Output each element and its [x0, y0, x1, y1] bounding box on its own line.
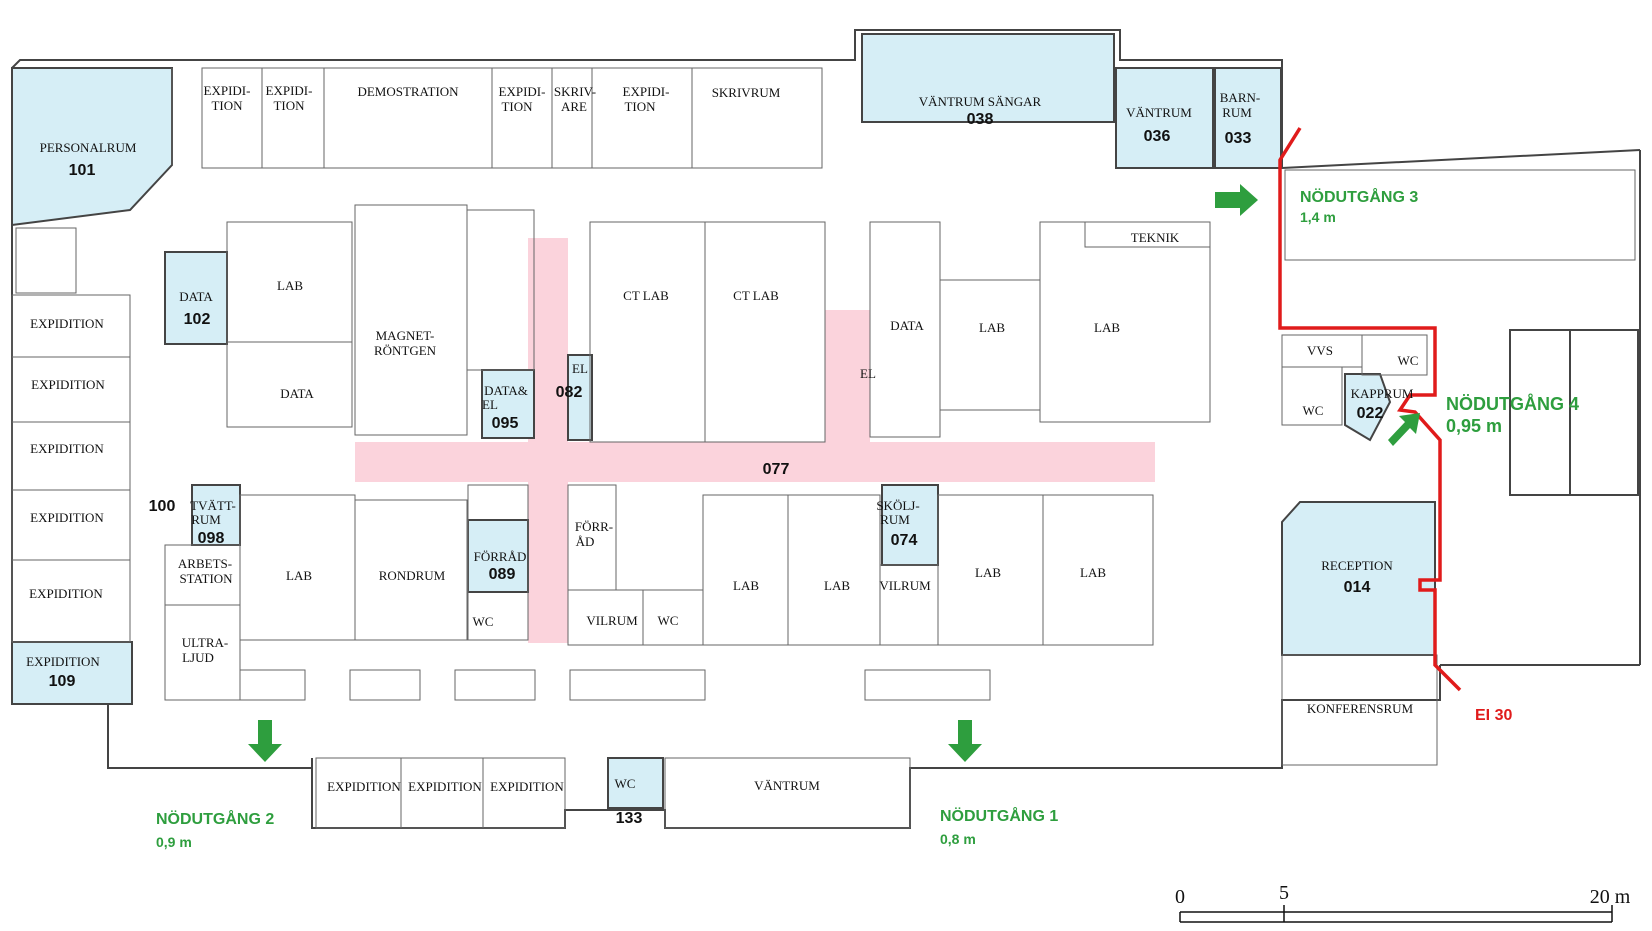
arrow-diag-icon — [1388, 413, 1420, 446]
arrow-right-icon — [1215, 184, 1258, 216]
exit-3-name: NÖDUTGÅNG 3 — [1300, 187, 1418, 206]
fire-rating-label: EI 30 — [1475, 707, 1512, 724]
label-r-lab2: LAB — [979, 320, 1005, 335]
number-r-barnrum: 033 — [1225, 130, 1252, 147]
arrow-down-icon — [248, 720, 282, 762]
label-r-forrad089: FÖRRÅD — [474, 549, 527, 564]
number-r-exp109: 109 — [49, 673, 76, 690]
exit-1-width: 0,8 m — [940, 831, 976, 847]
label-r-expL4: EXPIDITION — [30, 510, 104, 525]
label-r-wc2: WC — [658, 613, 679, 628]
fire-compartment-line — [1278, 127, 1462, 692]
corridor-077 — [355, 238, 1155, 643]
highlighted-rooms — [11, 33, 1436, 809]
exit-1-name: NÖDUTGÅNG 1 — [940, 806, 1058, 825]
label-r-lab3: LAB — [1094, 320, 1120, 335]
label-r-wc3: WC — [1398, 353, 1419, 368]
number-r-skolj: 074 — [891, 532, 918, 549]
label-r-reception: RECEPTION — [1321, 558, 1393, 573]
number-r-tvatt: 098 — [198, 530, 225, 547]
label-r-ctlab2: CT LAB — [733, 288, 779, 303]
label-r-vantrum036: VÄNTRUM — [1126, 105, 1192, 120]
label-r-vantrum: VÄNTRUM — [754, 778, 820, 793]
label-r-lab8: LAB — [1080, 565, 1106, 580]
label-r-el082: EL — [572, 361, 588, 376]
label-r-skrivare: SKRIV-ARE — [554, 84, 596, 114]
scale-tick-0: 0 — [1175, 886, 1185, 908]
scale-bar: 0 5 20 m — [1175, 882, 1631, 923]
number-r-kapprum: 022 — [1357, 405, 1384, 422]
label-r-barnrum: BARN-RUM — [1220, 90, 1260, 120]
label-r-vvs: VVS — [1307, 343, 1333, 358]
label-r-vantrum-sangar: VÄNTRUM SÄNGAR — [919, 94, 1042, 109]
label-r-expL5: EXPIDITION — [29, 586, 103, 601]
label-r-data1: DATA — [280, 386, 314, 401]
label-r-expL2: EXPIDITION — [31, 377, 105, 392]
label-r-forrad2: FÖRR-ÅD — [575, 519, 613, 549]
label-r-lab1: LAB — [277, 278, 303, 293]
label-r-datael: DATA&EL — [482, 383, 528, 412]
label-r-vilrum1: VILRUM — [586, 613, 638, 628]
label-r-expB1: EXPIDITION — [327, 779, 401, 794]
label-r-lab5: LAB — [733, 578, 759, 593]
label-r-ultra: ULTRA-LJUD — [182, 635, 228, 665]
exit-4-width: 0,95 m — [1446, 416, 1502, 436]
scale-tick-5: 5 — [1279, 882, 1289, 904]
label-r-exp3: EXPIDI-TION — [499, 84, 546, 114]
number-r-datael: 095 — [492, 415, 519, 432]
label-r-lab7: LAB — [975, 565, 1001, 580]
label-r-magnet: MAGNET-RÖNTGEN — [374, 328, 437, 358]
label-r-wc4: WC — [1303, 403, 1324, 418]
label-r-lab6: LAB — [824, 578, 850, 593]
exit-arrows — [248, 184, 1420, 762]
number-r-100: 100 — [149, 498, 176, 515]
label-r-skolj: SKÖLJ-RUM — [876, 498, 919, 527]
label-r-data2: DATA — [890, 318, 924, 333]
label-r-ctlab1: CT LAB — [623, 288, 669, 303]
label-r-el2: EL — [860, 366, 876, 381]
label-r-exp1: EXPIDI-TION — [204, 83, 251, 113]
label-r-wc1: WC — [473, 614, 494, 629]
arrow-down-icon — [948, 720, 982, 762]
label-r-konferens: KONFERENSRUM — [1307, 701, 1414, 716]
label-r-kapprum: KAPPRUM — [1351, 386, 1414, 401]
label-r-demo: DEMOSTRATION — [357, 84, 459, 99]
exit-4-name: NÖDUTGÅNG 4 — [1446, 394, 1579, 414]
number-r-data102: 102 — [184, 311, 211, 328]
label-r-expB2: EXPIDITION — [408, 779, 482, 794]
exit-2-width: 0,9 m — [156, 834, 192, 850]
exit-2-name: NÖDUTGÅNG 2 — [156, 809, 274, 828]
label-r-expB3: EXPIDITION — [490, 779, 564, 794]
label-r-vilrum2: VILRUM — [879, 578, 931, 593]
number-r-el082: 082 — [556, 384, 583, 401]
label-r-arbets: ARBETS-STATION — [178, 556, 233, 586]
label-r-personalrum: PERSONALRUM — [40, 140, 137, 155]
exit-labels: NÖDUTGÅNG 3 1,4 m NÖDUTGÅNG 4 0,95 m NÖD… — [156, 187, 1579, 850]
label-r-data102: DATA — [179, 289, 213, 304]
number-r-personalrum: 101 — [69, 162, 96, 179]
label-r-wc133: WC — [615, 776, 636, 791]
exit-3-width: 1,4 m — [1300, 209, 1336, 225]
number-r-vantrum-sangar: 038 — [967, 111, 994, 128]
number-r-forrad089: 089 — [489, 566, 516, 583]
number-r-reception: 014 — [1344, 579, 1371, 596]
label-r-tvatt: TVÄTT-RUM — [190, 498, 236, 527]
scale-tick-20: 20 m — [1590, 886, 1631, 908]
label-r-exp4: EXPIDI-TION — [623, 84, 670, 114]
label-r-lab4: LAB — [286, 568, 312, 583]
label-r-expL3: EXPIDITION — [30, 441, 104, 456]
label-r-teknik: TEKNIK — [1131, 230, 1180, 245]
number-r-vantrum036: 036 — [1144, 128, 1171, 145]
interior-walls — [11, 67, 1636, 829]
room-labels: PERSONALRUM 101 EXPIDI-TION EXPIDI-TION … — [26, 83, 1418, 827]
label-r-rondrum: RONDRUM — [379, 568, 446, 583]
label-r-skrivrum: SKRIVRUM — [712, 85, 781, 100]
label-r-expL1: EXPIDITION — [30, 316, 104, 331]
label-r-exp2: EXPIDI-TION — [266, 83, 313, 113]
number-r-corr: 077 — [763, 461, 790, 478]
number-r-wc133: 133 — [616, 810, 643, 827]
label-r-exp109: EXPIDITION — [26, 654, 100, 669]
